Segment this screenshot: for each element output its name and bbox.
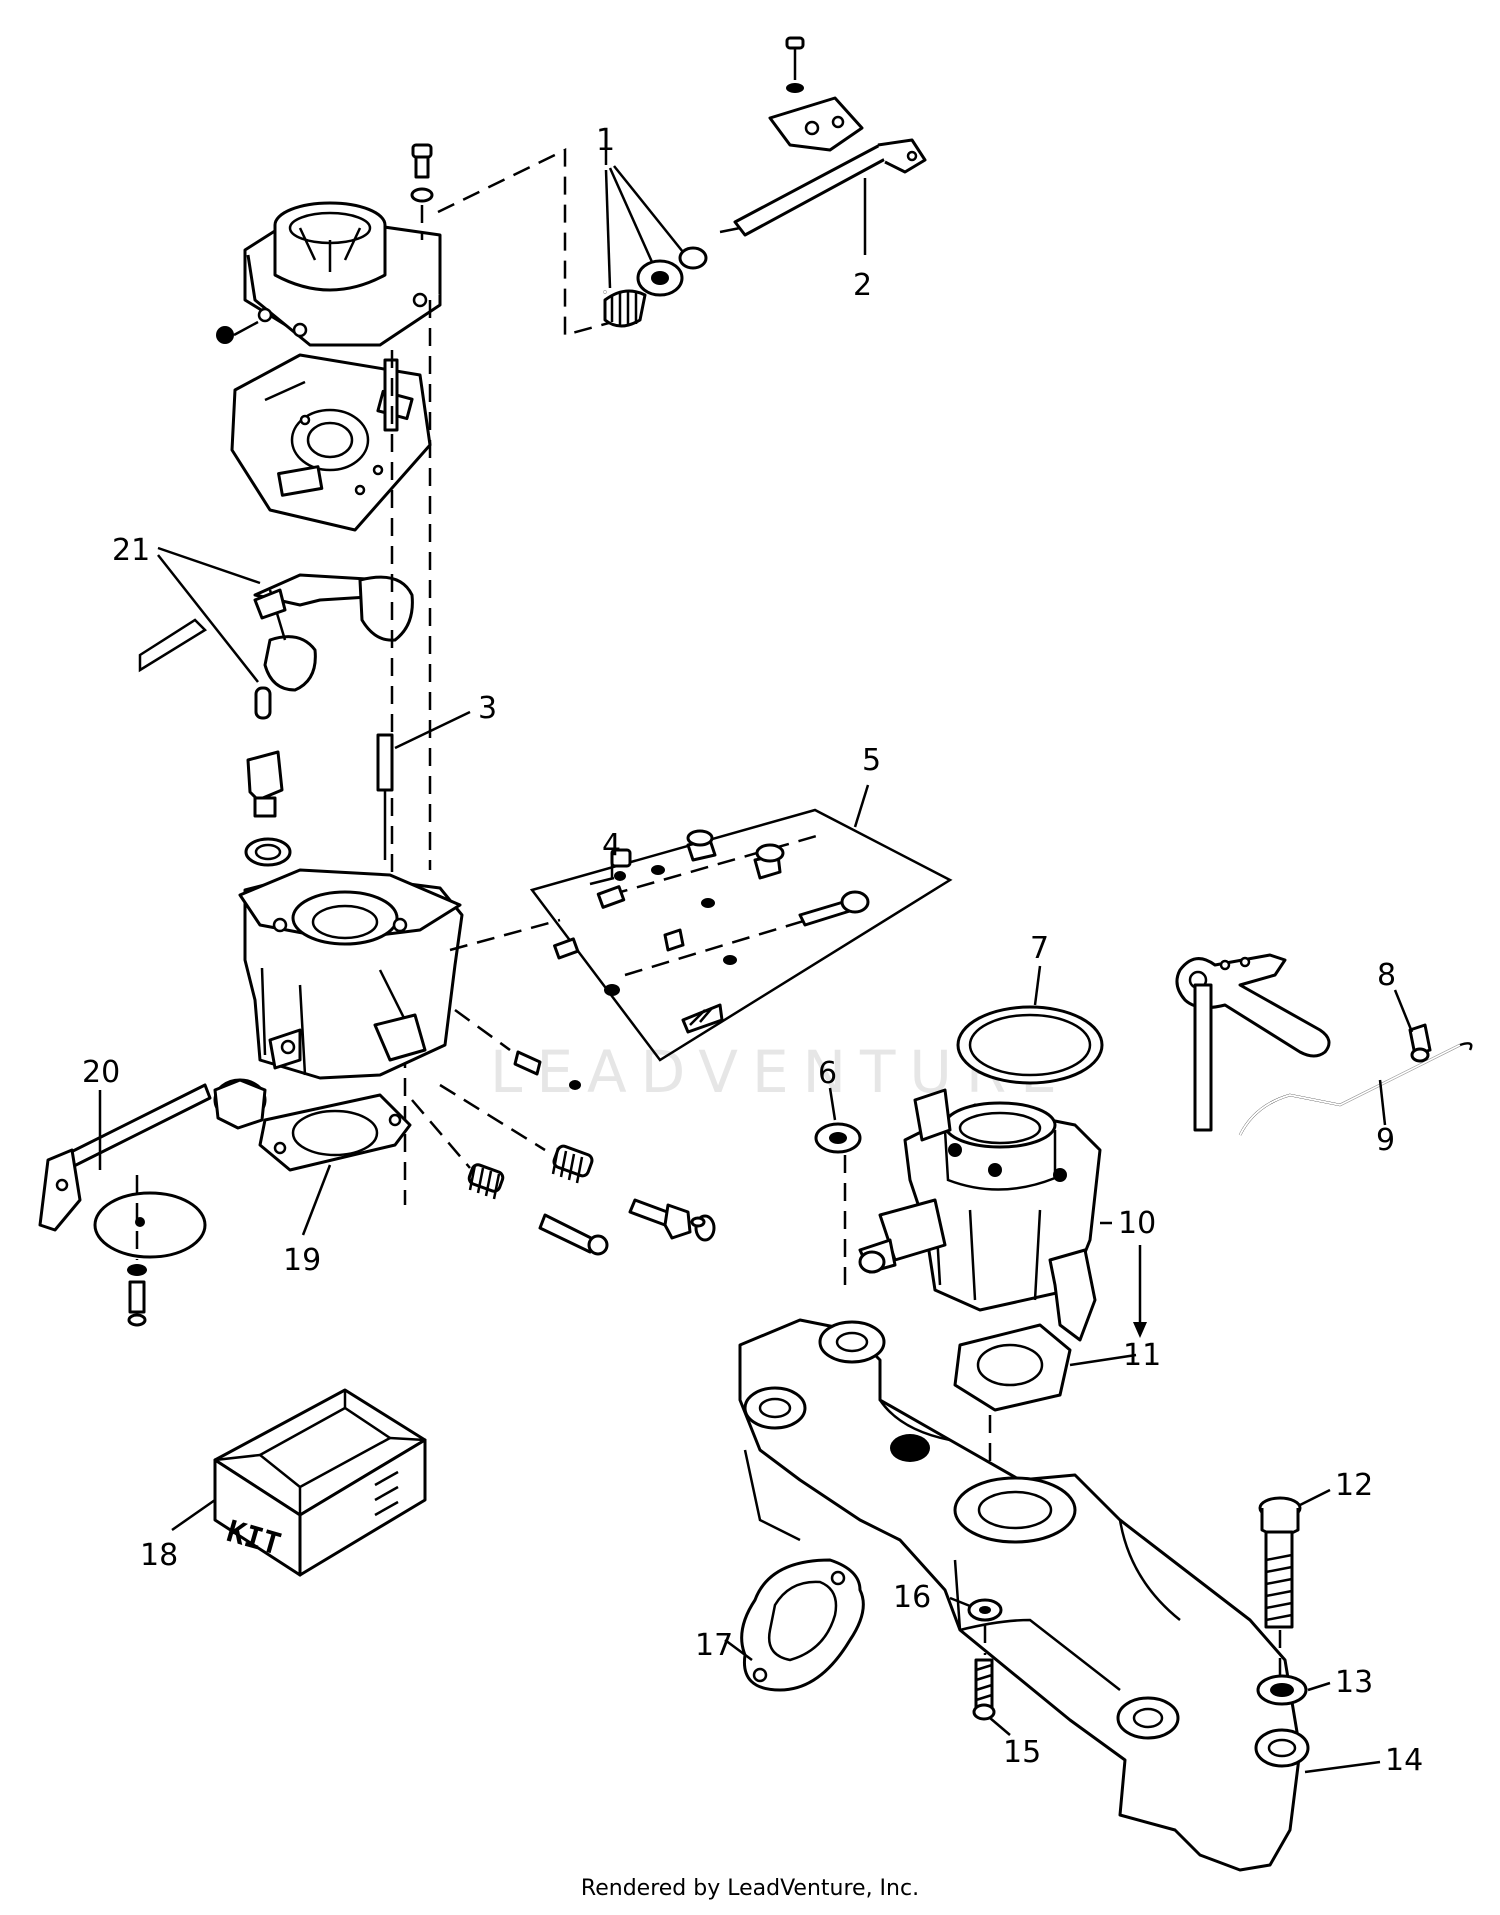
- manifold-washer-16: [967, 1598, 1003, 1622]
- callout-6-leader: [828, 1087, 837, 1121]
- throttle-shaft-bushing: [213, 1078, 267, 1130]
- manifold-gasket: [740, 1558, 865, 1692]
- idle-speed-screw: [628, 1198, 716, 1242]
- carburetor-body: [238, 868, 464, 1080]
- callout-21-leaders: [157, 546, 261, 683]
- callout-19-leader: [301, 1164, 332, 1236]
- idle-speed-spring: [551, 1144, 594, 1184]
- flange-gasket: [258, 1093, 412, 1172]
- callout-14-leader: [1304, 1760, 1381, 1774]
- air-cleaner-gasket: [956, 1005, 1104, 1085]
- mounting-gasket-11: [953, 1323, 1072, 1412]
- throttle-plate-screw: [127, 1264, 147, 1327]
- callout-7: 7: [1030, 931, 1049, 966]
- main-jet: [753, 843, 785, 880]
- manifold-bolt-12: [1258, 1496, 1302, 1629]
- throttle-lever-screw: [1408, 1023, 1432, 1063]
- seat-gasket: [244, 837, 292, 867]
- callout-16-leader: [949, 1596, 971, 1608]
- assembled-carburetor: [858, 1088, 1102, 1342]
- jet-washers: [604, 865, 737, 996]
- callout-7-leader: [1033, 965, 1042, 1006]
- callout-15: 15: [1003, 1735, 1041, 1770]
- callout-9: 9: [1376, 1123, 1395, 1158]
- pump-rod: [376, 733, 394, 860]
- callout-6: 6: [818, 1056, 837, 1091]
- callout-8: 8: [1377, 958, 1396, 993]
- idle-mixture-spring: [467, 1163, 505, 1200]
- air-horn-screw: [410, 143, 434, 203]
- choke-shaft-assembly: [678, 36, 927, 270]
- idle-mixture-screw: [538, 1213, 609, 1256]
- manifold-bolt-15: [972, 1658, 996, 1721]
- callout-13: 13: [1335, 1665, 1373, 1700]
- throttle-plate: [93, 1191, 207, 1259]
- pump-check-ball: [513, 1050, 581, 1090]
- repair-kit-box: KIT: [213, 1388, 427, 1577]
- callout-3-leader: [394, 710, 471, 750]
- callout-3: 3: [478, 691, 497, 726]
- callout-2: 2: [853, 268, 872, 303]
- jet-kit-box: [529, 808, 953, 1062]
- callout-13-leader: [1307, 1681, 1331, 1692]
- idle-jet: [686, 829, 717, 862]
- callout-19: 19: [283, 1243, 321, 1278]
- throttle-shaft: [38, 1083, 212, 1232]
- callout-5: 5: [862, 743, 881, 778]
- callout-12: 12: [1335, 1468, 1373, 1503]
- callout-5-leader: [853, 784, 870, 828]
- bowl-cover-gasket: [230, 353, 432, 532]
- callout-9-leader: [1378, 1079, 1387, 1126]
- callout-14: 14: [1385, 1743, 1423, 1778]
- intake-manifold: [738, 1318, 1310, 1872]
- callout-17: 17: [695, 1628, 733, 1663]
- callout-15-leader: [989, 1717, 1011, 1736]
- mounting-washer-6: [814, 1122, 862, 1154]
- callout-18: 18: [140, 1538, 178, 1573]
- air-horn-assembly: [216, 201, 442, 347]
- callout-8-leader: [1393, 989, 1414, 1033]
- callout-4: 4: [602, 828, 621, 863]
- choke-spring-cam-group: [603, 259, 684, 328]
- callout-17-leader: [724, 1638, 753, 1662]
- callout-10: 10: [1118, 1206, 1156, 1241]
- footer-credit: Rendered by LeadVenture, Inc.: [580, 1876, 920, 1901]
- jet-4: [589, 848, 632, 886]
- callout-11-leader: [1069, 1353, 1137, 1367]
- callout-1-leaders: [604, 140, 684, 289]
- needle-seat: [246, 750, 284, 818]
- callout-1: 1: [596, 123, 615, 158]
- manifold-washer-13: [1256, 1674, 1308, 1706]
- callout-20: 20: [82, 1055, 120, 1090]
- needle-screw: [798, 890, 870, 927]
- float-assembly: [138, 573, 414, 692]
- throttle-lever: [1175, 953, 1331, 1132]
- choke-link-rod: [1238, 1042, 1473, 1136]
- needle-valve: [254, 686, 272, 720]
- small-jets: [553, 885, 724, 1034]
- callout-12-leader: [1299, 1488, 1331, 1507]
- callout-11: 11: [1123, 1338, 1161, 1373]
- callout-21: 21: [112, 533, 150, 568]
- callout-16: 16: [893, 1580, 931, 1615]
- callout-18-leader: [171, 1498, 216, 1532]
